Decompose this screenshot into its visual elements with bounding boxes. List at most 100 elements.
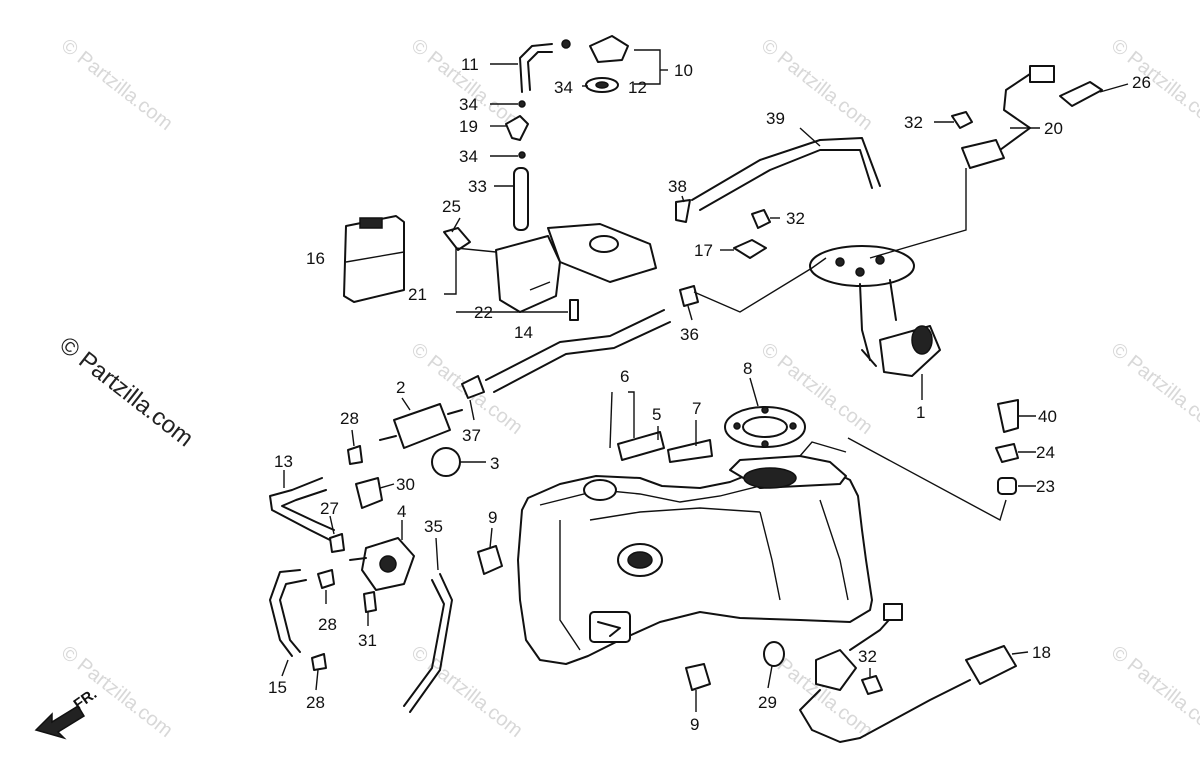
clamp-28 <box>317 569 335 589</box>
callout-35: 35 <box>424 517 443 536</box>
callout-3: 3 <box>490 454 499 473</box>
callout-34-a: 34 <box>459 95 478 114</box>
callout-37: 37 <box>462 426 481 445</box>
callout-5: 5 <box>652 405 661 424</box>
fuel-filter-2 <box>379 403 463 449</box>
clip-38 <box>675 199 691 223</box>
rubber-3 <box>431 447 461 477</box>
cushion-23 <box>997 477 1017 495</box>
callout-7: 7 <box>692 399 701 418</box>
callout-labels: 1 2 3 4 5 6 7 8 9 9 10 11 12 13 14 15 16… <box>268 55 1151 734</box>
relay-20 <box>961 139 1005 169</box>
callout-10: 10 <box>674 61 693 80</box>
connector <box>1029 65 1055 83</box>
callout-20: 20 <box>1044 119 1063 138</box>
callout-39: 39 <box>766 109 785 128</box>
fuel-unit-18 <box>799 603 1017 743</box>
callout-22: 22 <box>474 303 493 322</box>
callout-30: 30 <box>396 475 415 494</box>
callout-28-mid: 28 <box>318 615 337 634</box>
clamp-34 <box>518 151 526 159</box>
callout-24: 24 <box>1036 443 1055 462</box>
fuel-pump-4 <box>349 537 415 591</box>
callout-9: 9 <box>488 508 497 527</box>
callout-9-lower: 9 <box>690 715 699 734</box>
front-direction-indicator: FR. <box>34 685 100 740</box>
hose-13 <box>269 477 331 541</box>
clamp-34 <box>561 39 571 49</box>
connector-26 <box>1059 81 1103 107</box>
grommet-17 <box>733 239 767 259</box>
hose-35 <box>409 573 453 713</box>
callout-34-b: 34 <box>459 147 478 166</box>
callout-23: 23 <box>1036 477 1055 496</box>
clip-37 <box>461 375 485 399</box>
callout-34-c: 34 <box>554 78 573 97</box>
callout-27: 27 <box>320 499 339 518</box>
callout-17: 17 <box>694 241 713 260</box>
watermark-main: © Partzilla.com <box>54 331 198 452</box>
fuel-pump-assembly <box>809 245 941 377</box>
callout-16: 16 <box>306 249 325 268</box>
clamp-27 <box>329 533 345 553</box>
callout-21: 21 <box>408 285 427 304</box>
valve-25 <box>443 227 471 251</box>
callout-15: 15 <box>268 678 287 697</box>
hose-14 <box>485 309 665 381</box>
callout-8: 8 <box>743 359 752 378</box>
fitting-31 <box>363 591 377 613</box>
callout-32-top: 32 <box>904 113 923 132</box>
callout-1: 1 <box>916 403 925 422</box>
callout-26: 26 <box>1132 73 1151 92</box>
bolt-40 <box>997 399 1019 433</box>
callout-31: 31 <box>358 631 377 650</box>
harness-wire <box>869 168 967 259</box>
front-arrow-icon <box>34 704 86 740</box>
callout-6: 6 <box>620 367 629 386</box>
pump-gasket-plate <box>724 406 806 448</box>
watermark: © Partzilla.com <box>1107 35 1200 135</box>
pad-7 <box>667 439 713 463</box>
pad-5 <box>617 431 665 461</box>
nut-32 <box>951 111 973 129</box>
grommet-9 <box>685 663 711 691</box>
callout-28: 28 <box>340 409 359 428</box>
clip-36 <box>679 285 699 307</box>
callout-28-lower: 28 <box>306 693 325 712</box>
hose-11 <box>519 43 553 93</box>
callout-11: 11 <box>461 55 479 74</box>
callout-29: 29 <box>758 693 777 712</box>
callout-2: 2 <box>396 378 405 397</box>
canister-assembly <box>495 223 657 321</box>
callout-25: 25 <box>442 197 461 216</box>
callout-32-mid: 32 <box>786 209 805 228</box>
callout-14: 14 <box>514 323 533 342</box>
hose-39 <box>699 149 873 211</box>
watermark: © Partzilla.com <box>1107 339 1200 439</box>
callout-36: 36 <box>680 325 699 344</box>
bracket-30 <box>355 477 383 509</box>
callout-12: 12 <box>628 78 647 97</box>
callout-33: 33 <box>468 177 487 196</box>
callout-4: 4 <box>397 502 406 521</box>
fuel-tank <box>517 441 873 665</box>
watermark: © Partzilla.com <box>57 642 177 742</box>
hose-15 <box>269 569 301 657</box>
relay-box-16 <box>343 215 405 303</box>
clamp-28 <box>311 653 327 671</box>
cap-10 <box>589 35 629 63</box>
callout-19: 19 <box>459 117 478 136</box>
hose-33 <box>513 167 529 231</box>
callout-38: 38 <box>668 177 687 196</box>
leader-lines <box>281 49 1129 712</box>
watermark: © Partzilla.com <box>1107 642 1200 742</box>
callout-13: 13 <box>274 452 293 471</box>
callout-32-lower: 32 <box>858 647 877 666</box>
washer-24 <box>995 443 1019 463</box>
watermark: © Partzilla.com <box>57 35 177 135</box>
assembly-line <box>847 437 1007 522</box>
joint-19 <box>505 115 529 141</box>
clamp-34 <box>518 100 526 108</box>
